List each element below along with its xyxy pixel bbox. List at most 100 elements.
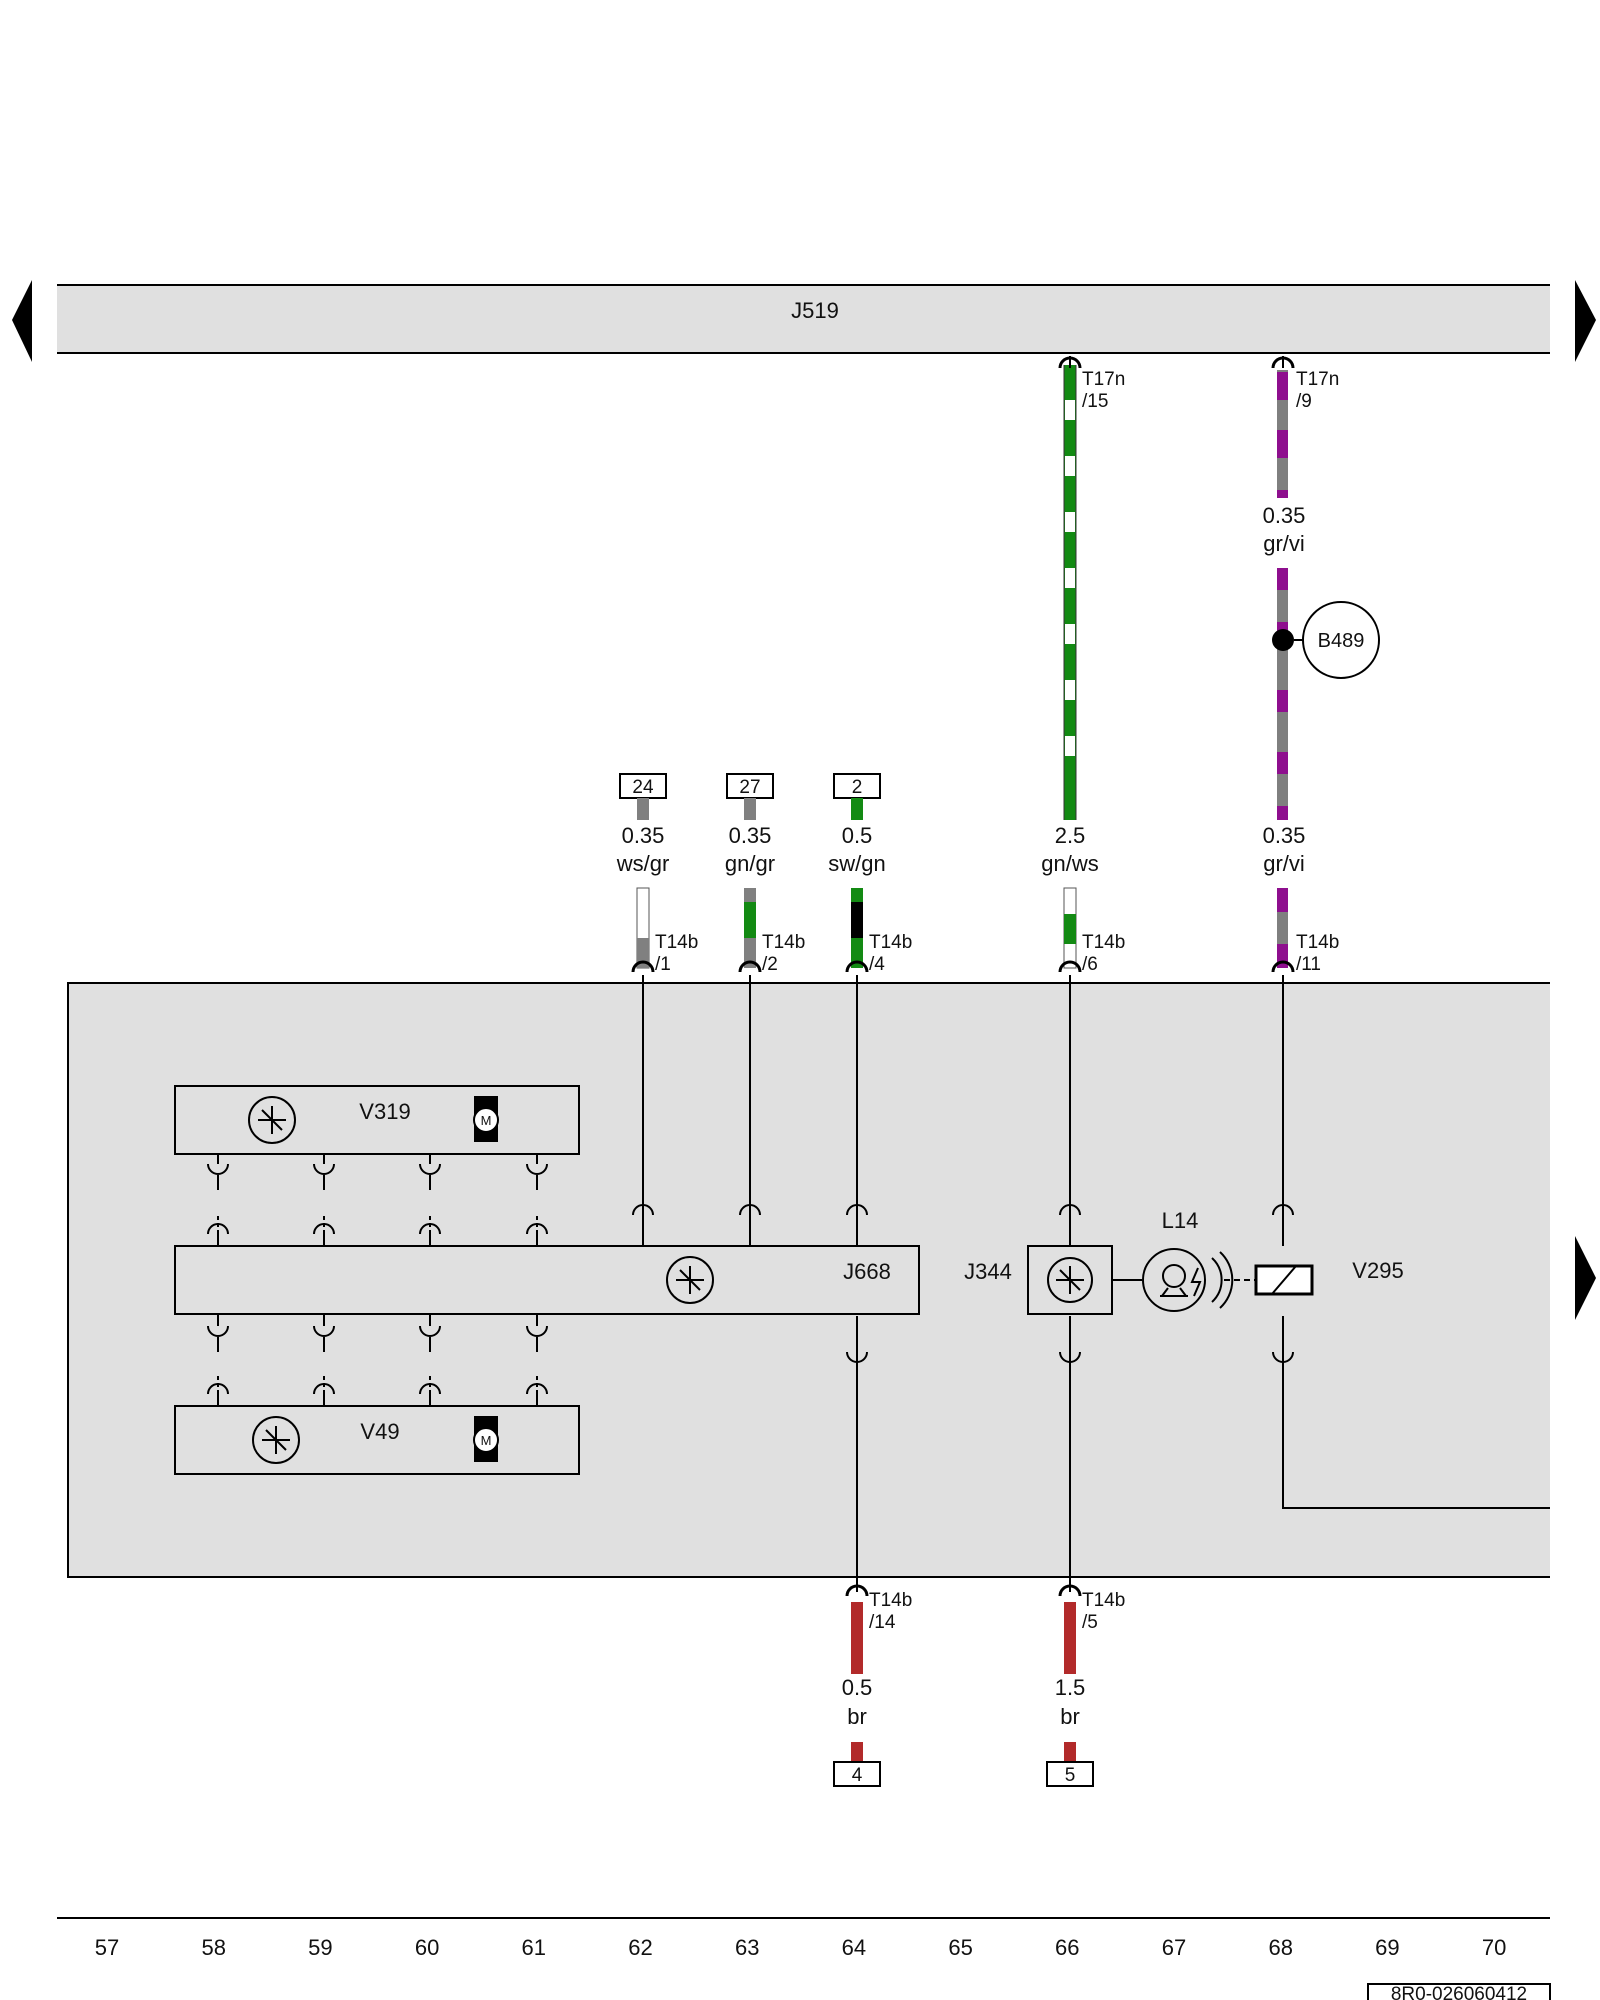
connector-num: /5 <box>1082 1612 1098 1633</box>
grid-number: 66 <box>1055 1935 1079 1960</box>
connector-num: /9 <box>1296 391 1312 412</box>
terminal-24: 24 <box>619 773 667 820</box>
wire-gauge: 1.5 <box>1055 1675 1086 1700</box>
svg-text:T14b/2: T14b/2 <box>762 932 805 975</box>
grid-number: 60 <box>415 1935 439 1960</box>
internal-wires <box>642 975 1550 1592</box>
svg-text:T14b/6: T14b/6 <box>1082 932 1125 975</box>
connector-num: /11 <box>1296 954 1321 975</box>
grid-number: 68 <box>1268 1935 1292 1960</box>
j519-bar <box>57 285 1550 353</box>
svg-text:T14b/5: T14b/5 <box>1082 1590 1125 1633</box>
motor-bus-plugs <box>207 1154 548 1406</box>
grid-number: 58 <box>201 1935 225 1960</box>
svg-text:T14b/11: T14b/11 <box>1296 932 1339 975</box>
wire-sw-gn-segment <box>851 888 863 968</box>
ground-point-circle <box>1302 601 1380 679</box>
svg-text:27: 27 <box>739 777 760 798</box>
terminal-5: 5 <box>1046 1761 1094 1787</box>
motor-label: V319 <box>359 1099 410 1124</box>
motor-label: V49 <box>360 1419 399 1444</box>
splice-dot-icon <box>1272 629 1294 651</box>
svg-text:2: 2 <box>852 777 863 798</box>
wire-gauge: 0.5 <box>842 1675 873 1700</box>
svg-text:T17n/9: T17n/9 <box>1296 369 1339 412</box>
terminal-4: 4 <box>833 1761 881 1787</box>
grid-numbers: 57 58 59 60 61 62 63 64 65 66 67 68 69 70 <box>95 1935 1507 1960</box>
connector-num: /2 <box>762 954 778 975</box>
motor-v49-box <box>174 1405 580 1475</box>
electronics-icon <box>1047 1257 1093 1303</box>
warning-lamp-icon <box>1142 1248 1206 1312</box>
connector-pin: T14b <box>1082 932 1125 953</box>
connector-pin: T14b <box>1082 1590 1125 1611</box>
grid-number: 69 <box>1375 1935 1399 1960</box>
wire-gauge: 0.35 <box>1263 823 1306 848</box>
wire-gr-vi-upper <box>1277 370 1288 820</box>
connector-t14b-bottom-icon <box>845 1584 1082 1597</box>
module-j668-box <box>174 1245 920 1315</box>
lamp-unit-label: J344 <box>964 1259 1012 1284</box>
connector-num: /14 <box>869 1612 896 1633</box>
terminal-2: 2 <box>833 773 881 820</box>
grid-number: 70 <box>1482 1935 1506 1960</box>
module-label: J668 <box>843 1259 891 1284</box>
grid-number: 67 <box>1162 1935 1186 1960</box>
wire-gauge: 0.35 <box>1263 503 1306 528</box>
connector-pin: T17n <box>1296 369 1339 390</box>
svg-text:T14b/14: T14b/14 <box>869 1590 912 1633</box>
connector-pin: T14b <box>655 932 698 953</box>
wire-br-bottom <box>851 1602 863 1674</box>
connector-num: /6 <box>1082 954 1098 975</box>
wire-gr-vi-segment <box>1277 888 1288 968</box>
svg-text:T14b/4: T14b/4 <box>869 932 912 975</box>
electronics-icon <box>666 1256 714 1304</box>
doc-number-box <box>1367 1983 1551 2000</box>
grid-number: 62 <box>628 1935 652 1960</box>
wire-gn-gr-segment <box>744 888 756 968</box>
wire-color-code: gn/gr <box>725 851 775 876</box>
electronics-icon <box>252 1416 300 1464</box>
electronics-icon <box>248 1096 296 1144</box>
motor-v319-box <box>174 1085 580 1155</box>
grid-number: 57 <box>95 1935 119 1960</box>
wire-gn-ws-segment <box>1063 887 1077 969</box>
wire-color-code: br <box>847 1704 867 1729</box>
connector-pin: T17n <box>1082 369 1125 390</box>
svg-text:M: M <box>481 1113 492 1128</box>
grid-number: 64 <box>842 1935 866 1960</box>
grid-number: 65 <box>948 1935 972 1960</box>
servo-label: V295 <box>1352 1258 1403 1283</box>
svg-text:M: M <box>481 1433 492 1448</box>
lamp-label: L14 <box>1162 1208 1199 1233</box>
wire-ws-gr-segment <box>636 887 650 969</box>
j519-label: J519 <box>791 298 839 323</box>
svg-text:T14b/1: T14b/1 <box>655 932 698 975</box>
wire-gn-ws-upper <box>1063 365 1077 820</box>
grid-number: 63 <box>735 1935 759 1960</box>
wire-color-code: br <box>1060 1704 1080 1729</box>
ground-point-label: B489 <box>1318 630 1365 652</box>
prev-page-arrow-icon[interactable] <box>12 280 32 362</box>
connector-num: /15 <box>1082 391 1108 412</box>
connector-num: /4 <box>869 954 885 975</box>
wire-color-code: gr/vi <box>1263 531 1305 556</box>
wire-color-code: ws/gr <box>616 851 670 876</box>
next-page-arrow-icon[interactable] <box>1575 280 1596 362</box>
wire-br-bottom <box>1064 1602 1076 1674</box>
wire-color-code: gr/vi <box>1263 851 1305 876</box>
wire-gauge: 0.5 <box>842 823 873 848</box>
svg-text:24: 24 <box>632 777 654 798</box>
svg-text:5: 5 <box>1065 1765 1076 1786</box>
wire-gauge: 2.5 <box>1055 823 1086 848</box>
wire-gauge: 0.35 <box>729 823 772 848</box>
wire-gauge: 0.35 <box>622 823 665 848</box>
continue-arrow-icon[interactable] <box>1575 1236 1596 1320</box>
connector-pin: T14b <box>1296 932 1339 953</box>
plug-connector-icon <box>632 1204 1294 1363</box>
grid-number: 61 <box>522 1935 546 1960</box>
grid-number: 59 <box>308 1935 332 1960</box>
connector-pin: T14b <box>869 932 912 953</box>
connector-num: /1 <box>655 954 671 975</box>
